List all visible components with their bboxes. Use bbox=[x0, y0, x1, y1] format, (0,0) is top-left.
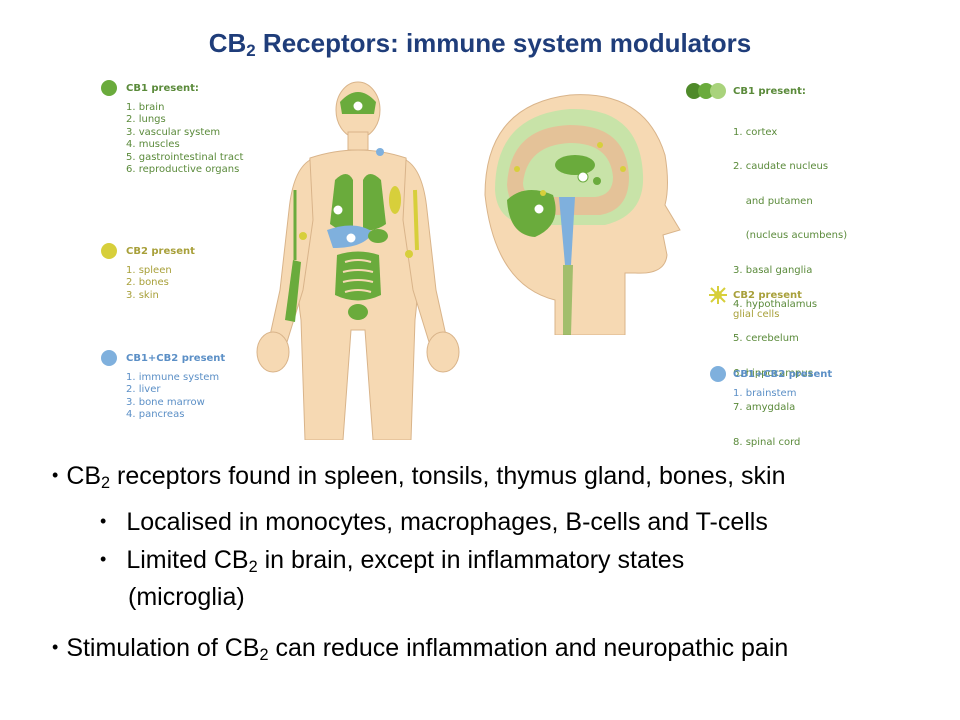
legend-item: 8. spinal cord bbox=[733, 436, 801, 448]
legend-item: 4. muscles bbox=[126, 139, 180, 151]
legend-item: and putamen bbox=[733, 195, 813, 207]
left-cb12-heading: CB1+CB2 present bbox=[126, 353, 226, 364]
right-cb2-legend: CB2 present glial cells bbox=[733, 290, 802, 321]
bullet-marker: • bbox=[100, 511, 107, 531]
legend-item: 1. brainstem bbox=[733, 388, 797, 399]
legend-item: 1. immune system bbox=[126, 372, 220, 383]
legend-item: glial cells bbox=[733, 309, 780, 320]
legend-item: 1. brain bbox=[126, 102, 165, 113]
legend-item: 3. vascular system bbox=[126, 126, 221, 138]
bullet-marker: • bbox=[52, 465, 59, 485]
legend-item: 5. cerebelum bbox=[733, 333, 799, 345]
cb12-right-blue-dot bbox=[710, 366, 726, 382]
right-cb2-heading: CB2 present bbox=[733, 290, 802, 301]
legend-item: 2. lungs bbox=[126, 114, 166, 126]
legend-item: 2. bones bbox=[126, 277, 169, 289]
cb1-green-dot bbox=[101, 80, 117, 96]
legend-item: 3. skin bbox=[126, 289, 159, 301]
legend-item: 5. gastrointestinal tract bbox=[126, 151, 244, 163]
bullet-1a: •Localised in monocytes, macrophages, B-… bbox=[100, 508, 768, 536]
legend-item: 6. reproductive organs bbox=[126, 164, 240, 176]
legend-item: 6. hippocampus bbox=[733, 367, 813, 379]
right-cb12-heading: CB1+CB2 present bbox=[733, 369, 833, 380]
legend-item: 4. hypothalamus bbox=[733, 299, 818, 311]
left-cb2-legend: CB2 present 1. spleen 2. bones 3. skin bbox=[126, 246, 195, 302]
bullet-1b: •Limited CB2 in brain, except in inflamm… bbox=[100, 546, 685, 577]
bullet-marker: • bbox=[52, 637, 59, 657]
legend-item: 3. bone marrow bbox=[126, 396, 205, 408]
right-cb12-legend: CB1+CB2 present 1. brainstem bbox=[733, 369, 832, 400]
bullet-marker: • bbox=[100, 549, 107, 569]
legend-item: 1. spleen bbox=[126, 265, 172, 276]
bullet-1b-continuation: (microglia) bbox=[128, 583, 245, 611]
glial-star-icon bbox=[709, 286, 727, 304]
legend-item: 3. basal ganglia bbox=[733, 264, 813, 276]
left-cb1-heading: CB1 present: bbox=[126, 83, 199, 94]
bullet-1: •CB2 receptors found in spleen, tonsils,… bbox=[52, 462, 786, 493]
legend-item: 4. pancreas bbox=[126, 409, 185, 421]
head-brain-figure bbox=[484, 94, 681, 335]
left-cb12-legend: CB1+CB2 present 1. immune system 2. live… bbox=[126, 353, 225, 422]
left-cb1-legend: CB1 present: 1. brain 2. lungs 3. vascul… bbox=[126, 83, 243, 176]
legend-item: 7. amygdala bbox=[733, 402, 796, 414]
cb12-blue-dot bbox=[101, 350, 117, 366]
right-cb1-heading: CB1 present: bbox=[733, 86, 806, 97]
bullet-2: •Stimulation of CB2 can reduce inflammat… bbox=[52, 634, 789, 665]
legend-item: 1. cortex bbox=[733, 127, 778, 138]
slide-title: CB2 Receptors: immune system modulators bbox=[208, 28, 752, 61]
cb2-yellow-dot bbox=[101, 243, 117, 259]
right-cb1-legend: CB1 present: 1. cortex 2. caudate nucleu… bbox=[733, 86, 847, 471]
cb1-light-green-dot bbox=[710, 83, 726, 99]
human-body-figure bbox=[256, 81, 460, 440]
legend-item: 2. caudate nucleus bbox=[733, 161, 829, 173]
legend-item: (nucleus acumbens) bbox=[733, 230, 848, 242]
left-cb2-heading: CB2 present bbox=[126, 246, 195, 257]
legend-item: 2. liver bbox=[126, 384, 161, 396]
